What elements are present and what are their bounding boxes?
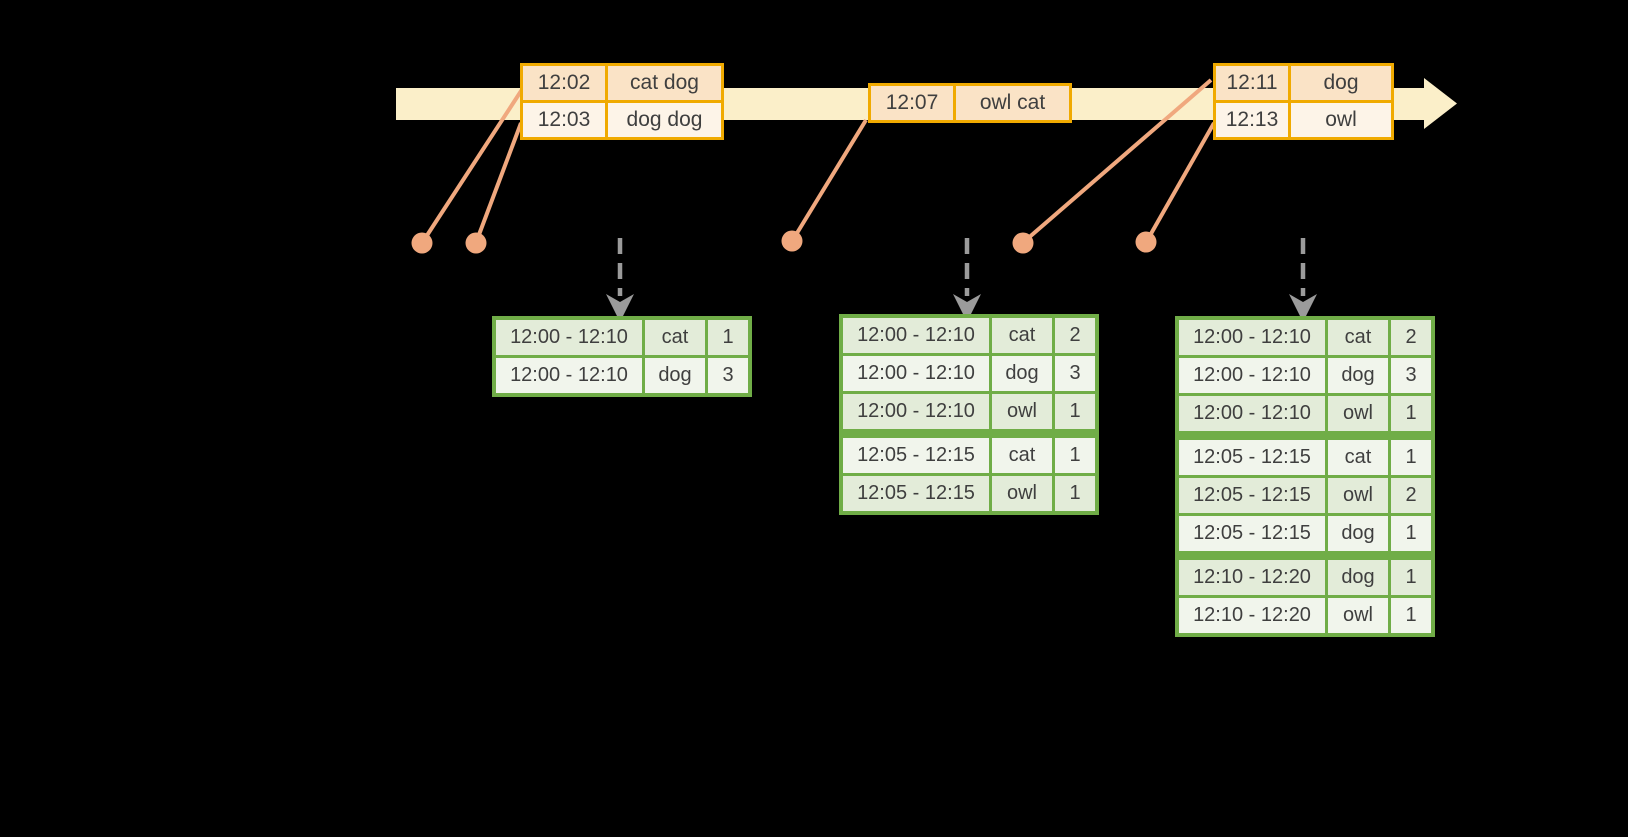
result-row: 12:00 - 12:10 cat 1 xyxy=(492,316,752,358)
event-row: 12:11 dog xyxy=(1213,63,1394,103)
event-time-cell: 12:03 xyxy=(520,100,608,140)
result-table-2: 12:00 - 12:10 cat 2 12:00 - 12:10 dog 3 … xyxy=(839,314,1099,515)
window-cell: 12:05 - 12:15 xyxy=(1175,434,1328,478)
count-cell: 2 xyxy=(1388,316,1435,358)
event-dot xyxy=(1135,231,1157,253)
result-row: 12:10 - 12:20 owl 1 xyxy=(1175,595,1435,637)
count-cell: 1 xyxy=(1388,595,1435,637)
word-cell: cat xyxy=(1325,316,1391,358)
event-row: 12:03 dog dog xyxy=(520,100,724,140)
result-row: 12:05 - 12:15 dog 1 xyxy=(1175,513,1435,560)
word-cell: cat xyxy=(989,432,1055,476)
word-cell: owl xyxy=(989,473,1055,515)
word-cell: owl xyxy=(1325,475,1391,516)
window-cell: 12:00 - 12:10 xyxy=(492,355,645,397)
event-words-cell: cat dog xyxy=(605,63,724,103)
result-row: 12:00 - 12:10 cat 2 xyxy=(839,314,1099,356)
event-dot xyxy=(465,232,487,254)
event-table-1: 12:02 cat dog 12:03 dog dog xyxy=(520,63,724,140)
window-cell: 12:00 - 12:10 xyxy=(1175,316,1328,358)
result-row: 12:05 - 12:15 owl 2 xyxy=(1175,475,1435,516)
result-row: 12:00 - 12:10 dog 3 xyxy=(1175,355,1435,396)
result-row: 12:00 - 12:10 dog 3 xyxy=(492,355,752,397)
window-cell: 12:00 - 12:10 xyxy=(839,314,992,356)
count-cell: 1 xyxy=(1388,393,1435,440)
result-row: 12:00 - 12:10 owl 1 xyxy=(1175,393,1435,440)
event-words-cell: owl cat xyxy=(953,83,1072,123)
result-row: 12:00 - 12:10 cat 2 xyxy=(1175,316,1435,358)
event-dot xyxy=(781,230,803,252)
count-cell: 1 xyxy=(1052,432,1099,476)
count-cell: 2 xyxy=(1052,314,1099,356)
word-cell: dog xyxy=(989,353,1055,394)
result-row: 12:05 - 12:15 cat 1 xyxy=(839,432,1099,476)
trigger-arrowhead-icon xyxy=(1289,294,1317,322)
count-cell: 3 xyxy=(1388,355,1435,396)
event-dot xyxy=(1012,232,1034,254)
event-words-cell: dog xyxy=(1288,63,1394,103)
window-cell: 12:00 - 12:10 xyxy=(492,316,645,358)
result-row: 12:10 - 12:20 dog 1 xyxy=(1175,554,1435,598)
result-row: 12:00 - 12:10 dog 3 xyxy=(839,353,1099,394)
trigger-arrowhead-icon xyxy=(953,294,981,322)
event-connector-line xyxy=(475,122,523,241)
event-words-cell: owl xyxy=(1288,100,1394,140)
count-cell: 2 xyxy=(1388,475,1435,516)
window-cell: 12:05 - 12:15 xyxy=(839,473,992,515)
event-table-2: 12:07 owl cat xyxy=(868,83,1072,123)
word-cell: dog xyxy=(1325,513,1391,560)
result-table-3: 12:00 - 12:10 cat 2 12:00 - 12:10 dog 3 … xyxy=(1175,316,1435,637)
result-row: 12:05 - 12:15 owl 1 xyxy=(839,473,1099,515)
result-row: 12:05 - 12:15 cat 1 xyxy=(1175,434,1435,478)
window-cell: 12:10 - 12:20 xyxy=(1175,595,1328,637)
event-table-3: 12:11 dog 12:13 owl xyxy=(1213,63,1394,140)
word-cell: cat xyxy=(642,316,708,358)
count-cell: 3 xyxy=(705,355,752,397)
word-cell: dog xyxy=(1325,355,1391,396)
count-cell: 1 xyxy=(1388,513,1435,560)
word-cell: owl xyxy=(1325,393,1391,440)
event-time-cell: 12:13 xyxy=(1213,100,1291,140)
result-row: 12:00 - 12:10 owl 1 xyxy=(839,391,1099,438)
word-cell: owl xyxy=(989,391,1055,438)
trigger-arrowhead-icon xyxy=(606,294,634,322)
event-time-cell: 12:07 xyxy=(868,83,956,123)
window-cell: 12:05 - 12:15 xyxy=(839,432,992,476)
timeline-arrowhead-icon xyxy=(1424,78,1457,129)
event-connector-line xyxy=(422,86,525,242)
event-time-cell: 12:11 xyxy=(1213,63,1291,103)
result-table-1: 12:00 - 12:10 cat 1 12:00 - 12:10 dog 3 xyxy=(492,316,752,397)
count-cell: 1 xyxy=(705,316,752,358)
event-row: 12:02 cat dog xyxy=(520,63,724,103)
window-cell: 12:05 - 12:15 xyxy=(1175,475,1328,516)
word-cell: owl xyxy=(1325,595,1391,637)
window-cell: 12:10 - 12:20 xyxy=(1175,554,1328,598)
count-cell: 3 xyxy=(1052,353,1099,394)
word-cell: cat xyxy=(1325,434,1391,478)
word-cell: dog xyxy=(642,355,708,397)
count-cell: 1 xyxy=(1052,391,1099,438)
word-cell: dog xyxy=(1325,554,1391,598)
event-time-cell: 12:02 xyxy=(520,63,608,103)
window-cell: 12:00 - 12:10 xyxy=(1175,393,1328,440)
window-cell: 12:00 - 12:10 xyxy=(839,353,992,394)
window-cell: 12:00 - 12:10 xyxy=(1175,355,1328,396)
window-cell: 12:00 - 12:10 xyxy=(839,391,992,438)
event-words-cell: dog dog xyxy=(605,100,724,140)
event-row: 12:07 owl cat xyxy=(868,83,1072,123)
event-dot xyxy=(411,232,433,254)
count-cell: 1 xyxy=(1388,434,1435,478)
event-row: 12:13 owl xyxy=(1213,100,1394,140)
count-cell: 1 xyxy=(1052,473,1099,515)
count-cell: 1 xyxy=(1388,554,1435,598)
event-connector-line xyxy=(1024,78,1213,242)
window-cell: 12:05 - 12:15 xyxy=(1175,513,1328,560)
event-connector-line xyxy=(792,118,868,240)
event-connector-line xyxy=(1146,122,1216,240)
word-cell: cat xyxy=(989,314,1055,356)
